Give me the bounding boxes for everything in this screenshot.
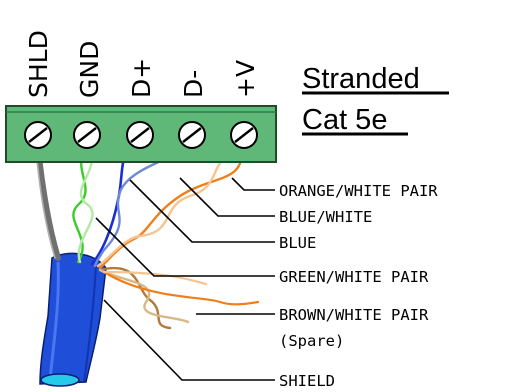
callout-blue-white: BLUE/WHITE	[279, 208, 372, 226]
leader-blue	[129, 179, 275, 243]
terminal-label-gnd: GND	[75, 41, 104, 98]
wires	[35, 138, 260, 330]
wire-blue-white	[93, 146, 190, 268]
terminal-label-v: +V	[231, 60, 260, 98]
screw-dplus	[126, 121, 154, 149]
wire-shield-drain	[35, 145, 61, 261]
terminal-label-dminus: D-	[179, 70, 208, 98]
screw-v	[230, 121, 258, 149]
leader-green-white	[95, 217, 275, 277]
wire-orange	[98, 146, 243, 270]
screw-dminus	[178, 121, 206, 149]
callout-brown-white: BROWN/WHITE PAIR	[279, 306, 429, 324]
callout-orange-white: ORANGE/WHITE PAIR	[279, 182, 438, 200]
cable-jacket-edge	[83, 265, 97, 383]
wire-green-white	[77, 148, 94, 264]
screw-terminals	[24, 121, 258, 149]
wire-brown	[98, 266, 172, 330]
callout-green-white: GREEN/WHITE PAIR	[279, 268, 429, 286]
terminal-label-shld: SHLD	[24, 30, 53, 98]
leader-blue-white	[179, 177, 275, 217]
screw-gnd	[73, 121, 101, 149]
wire-orange-tail	[102, 270, 260, 306]
wire-brown-white	[98, 268, 190, 324]
screw-shld	[24, 121, 52, 149]
leader-lines	[95, 177, 275, 381]
callout-shield: SHIELD	[279, 372, 335, 390]
cable-jacket-highlight	[48, 261, 60, 381]
terminal-label-dplus: D+	[127, 58, 156, 98]
cable-type-title: Stranded Cat 5e	[302, 63, 449, 136]
terminal-block	[5, 105, 277, 163]
callout-labels: ORANGE/WHITE PAIR BLUE/WHITE BLUE GREEN/…	[279, 182, 438, 390]
cable-jacket	[39, 252, 107, 387]
terminal-labels: SHLD GND D+ D- +V	[24, 30, 260, 98]
callout-blue: BLUE	[279, 234, 316, 252]
cable-jacket-body	[39, 252, 107, 385]
leader-orange-white	[231, 177, 275, 191]
title-line-2: Cat 5e	[302, 104, 387, 136]
leader-shield	[103, 299, 275, 381]
callout-spare: (Spare)	[279, 332, 344, 350]
title-line-1: Stranded	[302, 63, 420, 95]
cable-end-cap	[40, 373, 80, 387]
